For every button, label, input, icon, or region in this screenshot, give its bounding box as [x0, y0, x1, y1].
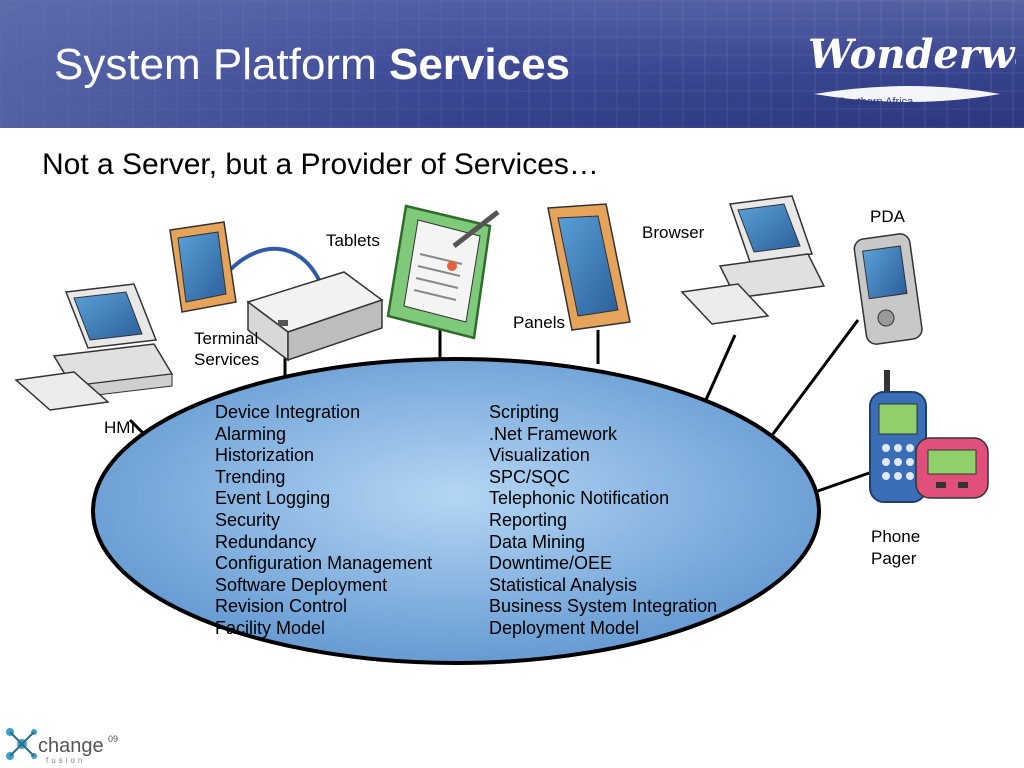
- service-item: Scripting: [489, 402, 560, 422]
- label-pager: Pager: [871, 549, 917, 568]
- service-item: Reporting: [489, 509, 568, 530]
- service-item: Facility Model: [215, 617, 326, 638]
- connector-pda: [768, 319, 860, 439]
- label-hmi: HMI: [104, 418, 136, 437]
- label-browser: Browser: [642, 223, 705, 242]
- logo-wordmark: Wonderware: [808, 31, 1016, 78]
- service-item: Data Mining: [489, 531, 586, 552]
- service-item: Configuration Management: [215, 553, 433, 574]
- service-item: Downtime/OEE: [489, 553, 613, 574]
- service-item: .Net Framework: [489, 423, 618, 444]
- service-item: Deployment Model: [489, 617, 640, 638]
- pager-icon: [915, 437, 989, 499]
- hmi-computer-icon: [14, 283, 174, 411]
- wonderware-logo: Wonderware Southern Africa: [808, 31, 1016, 108]
- terminal-services-box-icon: [246, 271, 384, 362]
- label-pda: PDA: [870, 207, 905, 226]
- label-terminal-services-line2: Services: [194, 350, 260, 369]
- header-banner: System Platform Services Wonderware Sout…: [0, 0, 1024, 128]
- service-item: Redundancy: [215, 531, 317, 552]
- tablet-icon: [386, 204, 500, 340]
- label-phone: Phone: [871, 527, 921, 546]
- service-item: Event Logging: [215, 488, 331, 509]
- slide-subtitle: Not a Server, but a Provider of Services…: [42, 148, 599, 181]
- browser-computer-icon: [680, 195, 826, 325]
- label-tablets: Tablets: [326, 231, 380, 250]
- service-item: Telephonic Notification: [489, 488, 670, 509]
- title-bold: Services: [388, 40, 571, 89]
- service-item: Business System Integration: [489, 596, 718, 617]
- service-item: Historization: [215, 445, 315, 466]
- logo-subtext: Southern Africa: [838, 96, 914, 108]
- slide-title: System Platform Services: [54, 40, 570, 90]
- footer-logo-superscript: 09: [108, 734, 118, 744]
- label-panels: Panels: [513, 313, 565, 332]
- phone-icon: [869, 370, 927, 503]
- services-ellipse: [91, 357, 821, 665]
- service-item: SPC/SQC: [489, 466, 571, 487]
- service-item: Visualization: [489, 445, 590, 466]
- services-list-right: Scripting .Net Framework Visualization S…: [489, 402, 717, 640]
- connector-phone: [814, 470, 873, 494]
- service-item: Trending: [215, 466, 286, 487]
- service-item: Statistical Analysis: [489, 574, 638, 595]
- service-item: Security: [215, 509, 281, 530]
- header-shade: [0, 0, 1024, 128]
- connector-browser: [703, 334, 737, 403]
- service-item: Device Integration: [215, 402, 361, 422]
- services-list-left: Device Integration Alarming Historizatio…: [215, 402, 432, 640]
- panels-icon: [547, 203, 631, 331]
- service-item: Software Deployment: [215, 574, 388, 595]
- label-terminal-services-line1: Terminal: [194, 329, 259, 348]
- change-fusion-logo: change 09 fusion: [6, 728, 118, 765]
- title-regular: System Platform: [54, 40, 389, 89]
- footer-logo-text: change: [38, 735, 104, 757]
- terminal-panel-icon: [169, 221, 237, 313]
- service-item: Alarming: [215, 423, 287, 444]
- pda-icon: [853, 233, 923, 345]
- service-item: Revision Control: [215, 596, 348, 617]
- terminal-cable: [228, 246, 322, 283]
- footer-logo-subtext: fusion: [46, 756, 85, 765]
